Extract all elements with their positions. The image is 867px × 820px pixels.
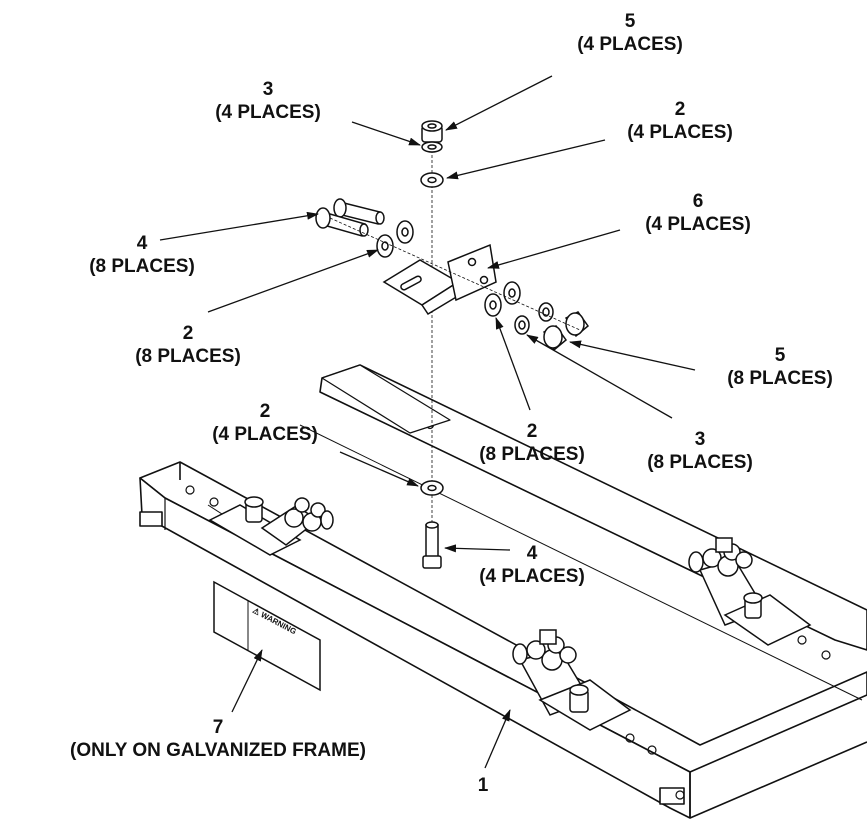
top-lock-washer (421, 141, 443, 153)
angle-bracket (382, 243, 497, 316)
top-flat-washer (420, 172, 444, 188)
callout-6: 6 (4 PLACES) (645, 191, 751, 235)
lower-bolt (422, 521, 442, 569)
callout-2-lower: 2 (4 PLACES) (212, 401, 318, 445)
mounted-clamp-center (512, 629, 632, 731)
callout-4-bottom: 4 (4 PLACES) (479, 543, 585, 587)
callout-4-left: 4 (8 PLACES) (89, 233, 195, 277)
leader-lines (159, 75, 696, 769)
callout-2-mid: 2 (8 PLACES) (479, 421, 585, 465)
callout-3-right: 3 (8 PLACES) (647, 429, 753, 473)
top-nut (421, 120, 443, 143)
lower-flat-washer (420, 480, 444, 496)
mounted-clamp-left (208, 496, 334, 556)
callout-2-left: 2 (8 PLACES) (135, 323, 241, 367)
callout-3-top: 3 (4 PLACES) (215, 79, 321, 123)
callout-7: 7 (ONLY ON GALVANIZED FRAME) (70, 717, 366, 761)
callout-5-right: 5 (8 PLACES) (727, 345, 833, 389)
right-nuts (542, 311, 590, 352)
callout-1: 1 (477, 775, 489, 796)
exploded-hardware (315, 120, 590, 569)
left-washers (376, 220, 414, 258)
callout-5-top: 5 (4 PLACES) (577, 11, 683, 55)
left-bolt-pair (315, 198, 385, 237)
mounted-clamp-right (688, 537, 812, 646)
right-washers (484, 281, 521, 317)
callout-2-top: 2 (4 PLACES) (627, 99, 733, 143)
